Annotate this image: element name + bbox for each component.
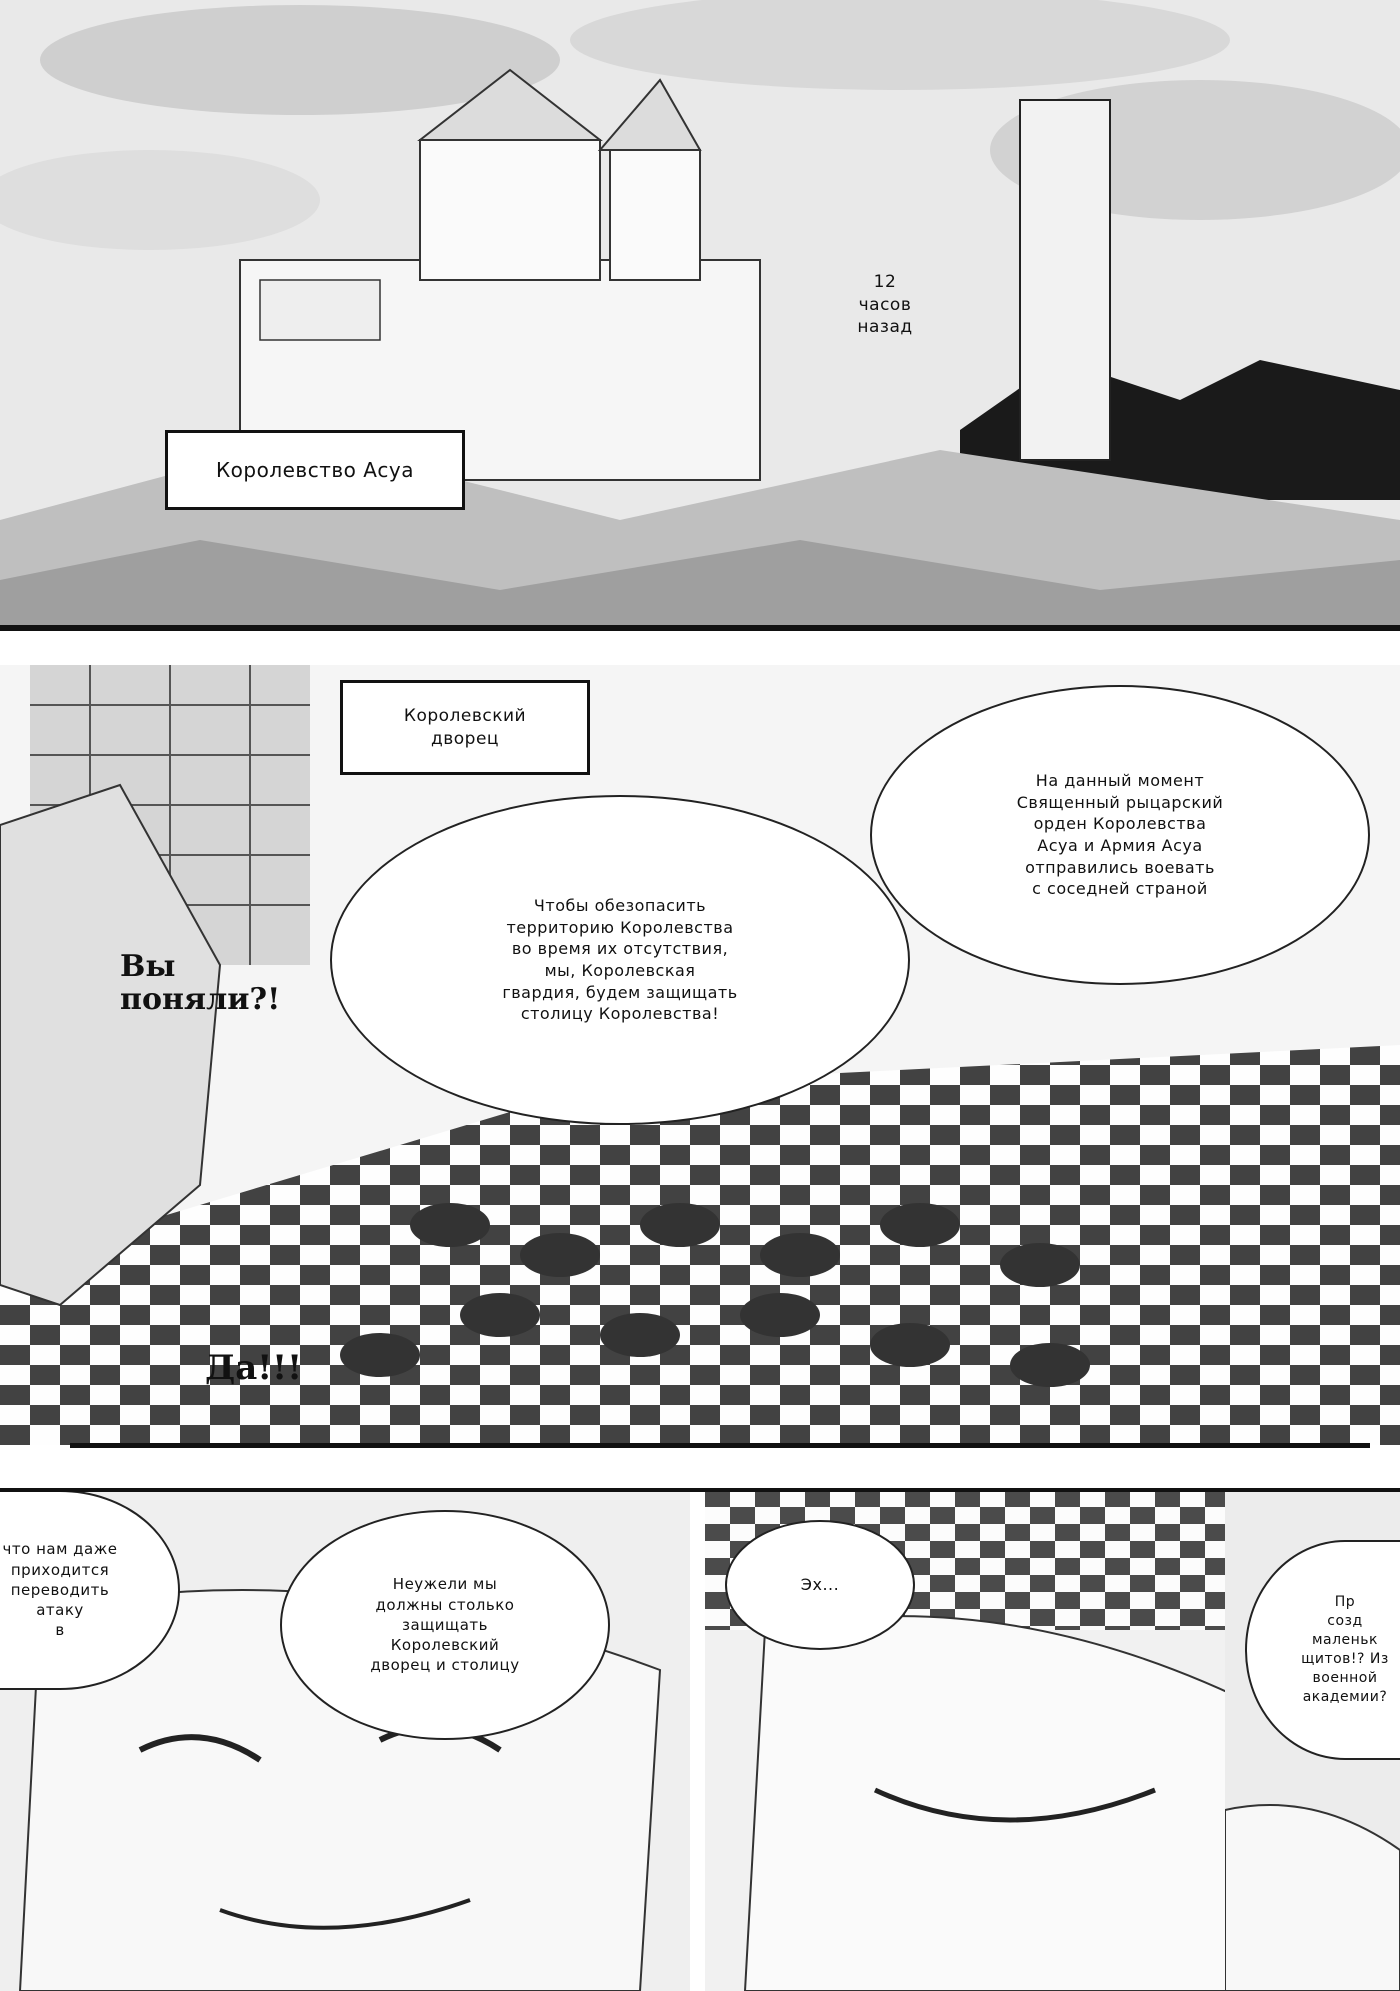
panel-guard-sigh: Эх... [705,1490,1305,1991]
speech-bubble-royal-guard: Чтобы обезопасить территорию Королевства… [330,795,910,1125]
panel-gutter-3 [0,1488,1400,1492]
speech-text-translate-attack: что нам даже приходится переводить атаку… [2,1540,118,1640]
panel-guard-left: что нам даже приходится переводить атаку… [0,1490,690,1991]
speech-text-sigh: Эх... [800,1575,840,1595]
place-caption-text: Королевство Асуа [215,457,415,482]
time-caption-text: 12 часов назад [857,271,913,338]
place-caption: Королевство Асуа [165,430,465,510]
location-caption: Королевский дворец [340,680,590,775]
sfx-shout: Да!!! [205,1348,303,1388]
panel-palace-hall: Королевский дворец На данный момент Свящ… [0,665,1400,1445]
speech-bubble-defend-palace: Неужели мы должны столько защищать Корол… [280,1510,610,1740]
panel-guard-right: Пр созд маленьк щитов!? Из военной акаде… [1225,1490,1400,1991]
time-caption: 12 часов назад [830,250,940,360]
panel-castle: 12 часов назад Королевство Асуа [0,0,1400,625]
castle-illustration [0,0,1400,625]
sigh-face-illustration [705,1490,1305,1991]
sfx-question: Вы поняли?! [120,949,281,1017]
speech-text-army-departure: На данный момент Священный рыцарский орд… [1016,771,1224,899]
speech-text-military-academy: Пр созд маленьк щитов!? Из военной акаде… [1301,1594,1389,1705]
speech-bubble-army-departure: На данный момент Священный рыцарский орд… [870,685,1370,985]
speech-bubble-sigh: Эх... [725,1520,915,1650]
speech-text-royal-guard: Чтобы обезопасить территорию Королевства… [502,896,738,1024]
speech-bubble-military-academy: Пр созд маленьк щитов!? Из военной акаде… [1245,1540,1400,1760]
location-caption-text: Королевский дворец [403,705,527,749]
speech-text-defend-palace: Неужели мы должны столько защищать Корол… [370,1575,520,1675]
panel-gutter-2 [70,1443,1370,1448]
panel-gutter-1 [0,625,1400,631]
